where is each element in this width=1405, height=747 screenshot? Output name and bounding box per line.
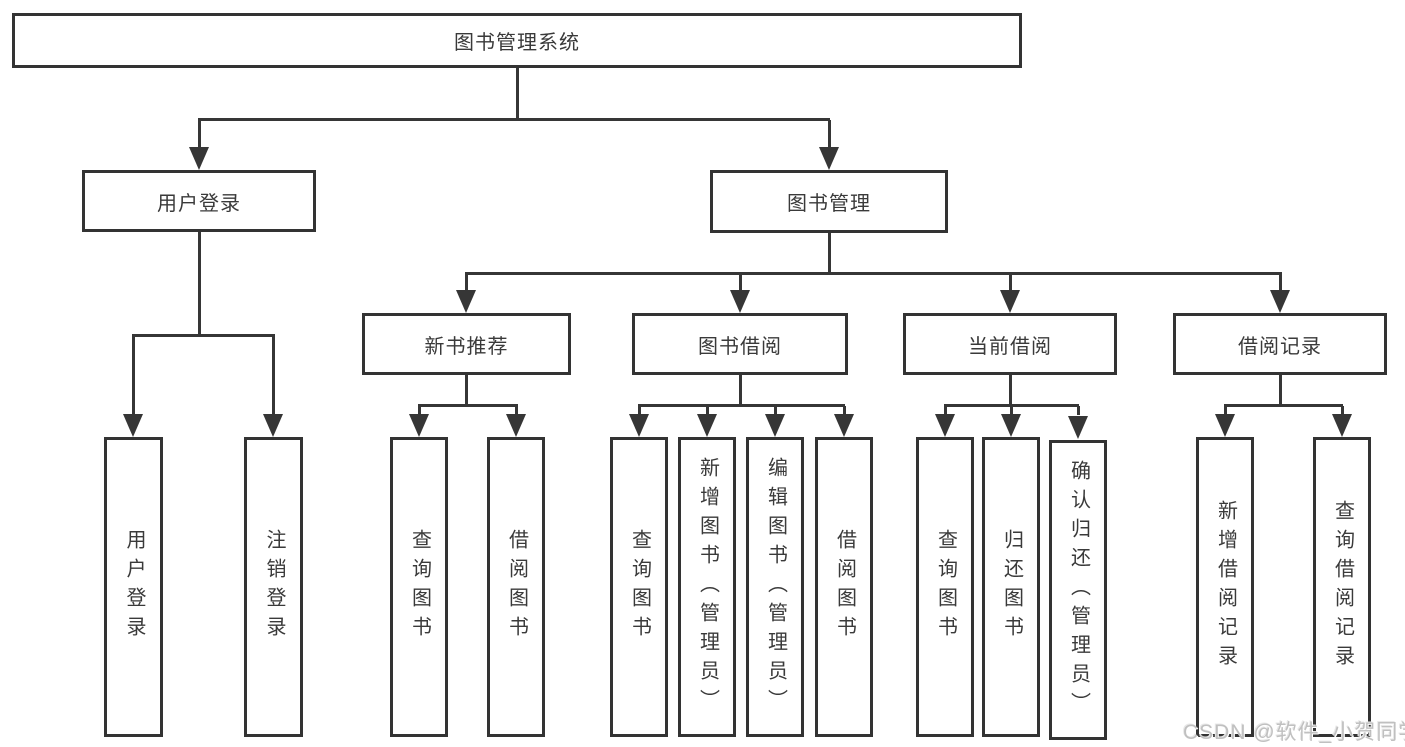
connector-vline	[843, 406, 846, 415]
connector-vline	[944, 406, 947, 415]
node-label: 归还图书	[1000, 529, 1023, 645]
connector-vline	[465, 375, 468, 406]
arrowhead-down	[834, 414, 854, 437]
node-leaf-cb-return-books: 归还图书	[982, 437, 1040, 737]
connector-vline	[1341, 406, 1344, 415]
connector-vline	[1279, 274, 1282, 292]
connector-hline	[132, 334, 275, 337]
connector-vline	[1010, 406, 1013, 415]
connector-vline	[1077, 406, 1080, 415]
node-label: 查询图书	[934, 529, 957, 645]
connector-vline	[638, 406, 641, 415]
node-label: 图书借阅	[698, 335, 782, 358]
connector-vline	[706, 406, 709, 415]
node-leaf-bb-borrow-books: 借阅图书	[815, 437, 873, 737]
node-label: 图书管理系统	[454, 32, 580, 54]
arrowhead-down	[1215, 414, 1235, 437]
arrowhead-down	[263, 414, 283, 437]
node-label: 查询图书	[408, 529, 431, 645]
node-leaf-bb-edit-books-admin: 编辑图书（管理员）	[746, 437, 804, 737]
connector-vline	[272, 336, 275, 415]
connector-hline	[638, 404, 845, 407]
node-current-borrow: 当前借阅	[903, 313, 1117, 375]
node-leaf-cb-confirm-return-admin: 确认归还（管理员）	[1049, 440, 1107, 740]
node-label: 编辑图书（管理员）	[764, 456, 787, 718]
node-leaf-cb-query-books: 查询图书	[916, 437, 974, 737]
arrowhead-down	[189, 147, 209, 170]
node-label: 新增借阅记录	[1214, 500, 1237, 674]
node-leaf-logout: 注销登录	[244, 437, 303, 737]
connector-hline	[944, 404, 1079, 407]
node-leaf-bb-add-books-admin: 新增图书（管理员）	[678, 437, 736, 737]
node-label: 用户登录	[123, 529, 145, 645]
node-label: 新书推荐	[424, 335, 509, 358]
node-label: 借阅记录	[1238, 335, 1322, 358]
arrowhead-down	[935, 414, 955, 437]
connector-vline	[132, 336, 135, 415]
node-label: 借阅图书	[505, 529, 528, 645]
connector-vline	[1009, 274, 1012, 292]
arrowhead-down	[456, 290, 476, 313]
node-label: 用户登录	[157, 192, 241, 215]
node-book-management: 图书管理	[710, 170, 948, 233]
arrowhead-down	[819, 147, 839, 170]
arrowhead-down	[1068, 416, 1088, 439]
node-label: 图书管理	[787, 193, 871, 215]
connector-vline	[739, 375, 742, 406]
connector-vline	[1009, 375, 1012, 406]
node-leaf-br-add-record: 新增借阅记录	[1196, 437, 1254, 737]
connector-vline	[1224, 406, 1227, 415]
connector-vline	[465, 274, 468, 292]
node-borrow-records: 借阅记录	[1173, 313, 1387, 375]
node-label: 新增图书（管理员）	[696, 456, 719, 718]
connector-vline	[774, 406, 777, 415]
connector-vline	[828, 120, 831, 148]
node-label: 查询借阅记录	[1331, 500, 1354, 674]
csdn-watermark: CSDN @软件_小贺同学	[1183, 721, 1405, 744]
connector-hline	[198, 118, 830, 121]
node-leaf-nb-query-books: 查询图书	[390, 437, 448, 737]
node-leaf-user-login: 用户登录	[104, 437, 163, 737]
node-label: 注销登录	[263, 529, 285, 645]
node-label: 当前借阅	[968, 335, 1052, 358]
node-leaf-br-query-record: 查询借阅记录	[1313, 437, 1371, 737]
connector-vline	[516, 68, 519, 120]
arrowhead-down	[1001, 414, 1021, 437]
connector-hline	[465, 272, 1282, 275]
node-book-borrow: 图书借阅	[632, 313, 848, 375]
arrowhead-down	[697, 414, 717, 437]
arrowhead-down	[506, 414, 526, 437]
node-leaf-bb-query-books: 查询图书	[610, 437, 668, 737]
connector-hline	[418, 404, 518, 407]
node-leaf-nb-borrow-books: 借阅图书	[487, 437, 545, 737]
arrowhead-down	[1270, 290, 1290, 313]
node-label: 确认归还（管理员）	[1067, 459, 1090, 721]
node-label: 借阅图书	[833, 529, 856, 645]
arrowhead-down	[123, 414, 143, 437]
node-label: 查询图书	[628, 529, 651, 645]
connector-vline	[198, 232, 201, 336]
node-user-login-group: 用户登录	[82, 170, 316, 232]
arrowhead-down	[1000, 290, 1020, 313]
connector-hline	[1224, 404, 1343, 407]
arrowhead-down	[730, 290, 750, 313]
arrowhead-down	[409, 414, 429, 437]
arrowhead-down	[765, 414, 785, 437]
connector-vline	[515, 406, 518, 415]
node-root: 图书管理系统	[12, 13, 1022, 68]
arrowhead-down	[629, 414, 649, 437]
connector-vline	[418, 406, 421, 415]
arrowhead-down	[1332, 414, 1352, 437]
connector-vline	[828, 233, 831, 274]
connector-vline	[1279, 375, 1282, 406]
node-new-book-recommend: 新书推荐	[362, 313, 571, 375]
connector-vline	[739, 274, 742, 292]
connector-vline	[198, 120, 201, 148]
